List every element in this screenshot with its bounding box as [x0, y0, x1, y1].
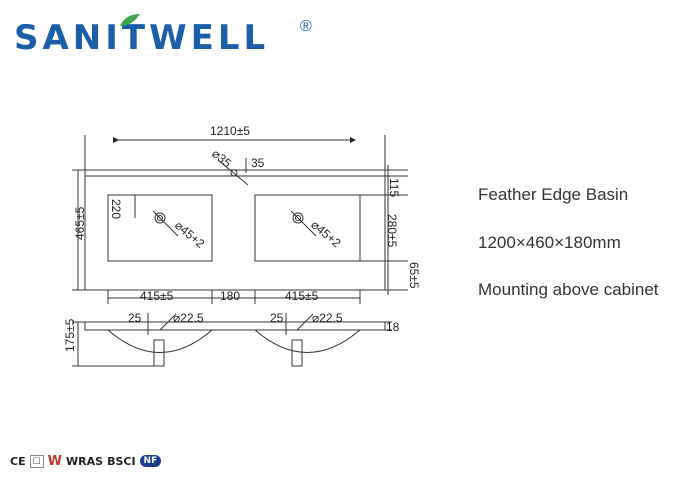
- dim-overflow-right: 25: [270, 311, 284, 325]
- left-drain-inner: [157, 215, 163, 221]
- dim-height: 175±5: [63, 318, 77, 352]
- cert-box-icon: ☐: [29, 454, 44, 468]
- tap-hole: [230, 169, 238, 177]
- registered-mark: ®: [300, 18, 312, 35]
- right-drain-pipe: [291, 339, 303, 367]
- dim-tap-hole: ⌀35: [209, 146, 234, 170]
- dim-overflow-dia-left: ⌀22.5: [173, 311, 204, 325]
- left-drain-leader: [152, 210, 179, 237]
- dim-front-edge: 65±5: [407, 262, 421, 289]
- dim-depth: 465±5: [73, 206, 87, 240]
- right-drain-inner: [295, 215, 301, 221]
- brand-name: SANITWELL: [14, 18, 270, 58]
- dim-top-edge: 115: [387, 178, 401, 197]
- dim-overall-width: 1210±5: [210, 124, 250, 138]
- dim-overflow-left: 25: [128, 311, 142, 325]
- nf-mark: NF: [139, 455, 162, 467]
- dim-drain-left: ⌀45+2: [172, 218, 207, 251]
- right-drain-leader: [290, 210, 317, 237]
- dim-gap: 180: [220, 289, 240, 303]
- dim-bowl-edge: 220: [109, 199, 123, 219]
- left-bowl: [107, 194, 213, 262]
- right-drain: [292, 212, 304, 224]
- dim-bowl-depth: 280±5: [385, 214, 399, 248]
- bsci-mark: BSCI: [107, 454, 136, 468]
- dim-overflow-dia-right: ⌀22.5: [312, 311, 343, 325]
- left-drain: [154, 212, 166, 224]
- tap-hole-leader: [217, 159, 249, 186]
- left-bowl-profile: [107, 329, 213, 353]
- spec-title: Feather Edge Basin: [478, 185, 629, 204]
- right-bowl: [254, 194, 361, 262]
- w-mark: W: [47, 453, 63, 469]
- certification-logos: CE ☐ W WRAS BSCI NF: [10, 452, 162, 470]
- dim-rim-thickness: 18: [386, 320, 400, 334]
- leaf-icon: [120, 14, 140, 26]
- spec-size: 1200×460×180mm: [478, 233, 621, 252]
- right-bowl-profile: [254, 329, 361, 353]
- dim-tap-offset: 35: [251, 156, 265, 170]
- dim-bowl-width-left: 415±5: [140, 289, 174, 303]
- ce-mark: CE: [10, 454, 26, 468]
- countertop-outline: [84, 169, 386, 291]
- wras-mark: WRAS: [66, 454, 104, 468]
- spec-mounting: Mounting above cabinet: [478, 280, 659, 299]
- brand-logo: SANITWELL ®: [14, 12, 314, 62]
- dim-bowl-width-right: 415±5: [285, 289, 319, 303]
